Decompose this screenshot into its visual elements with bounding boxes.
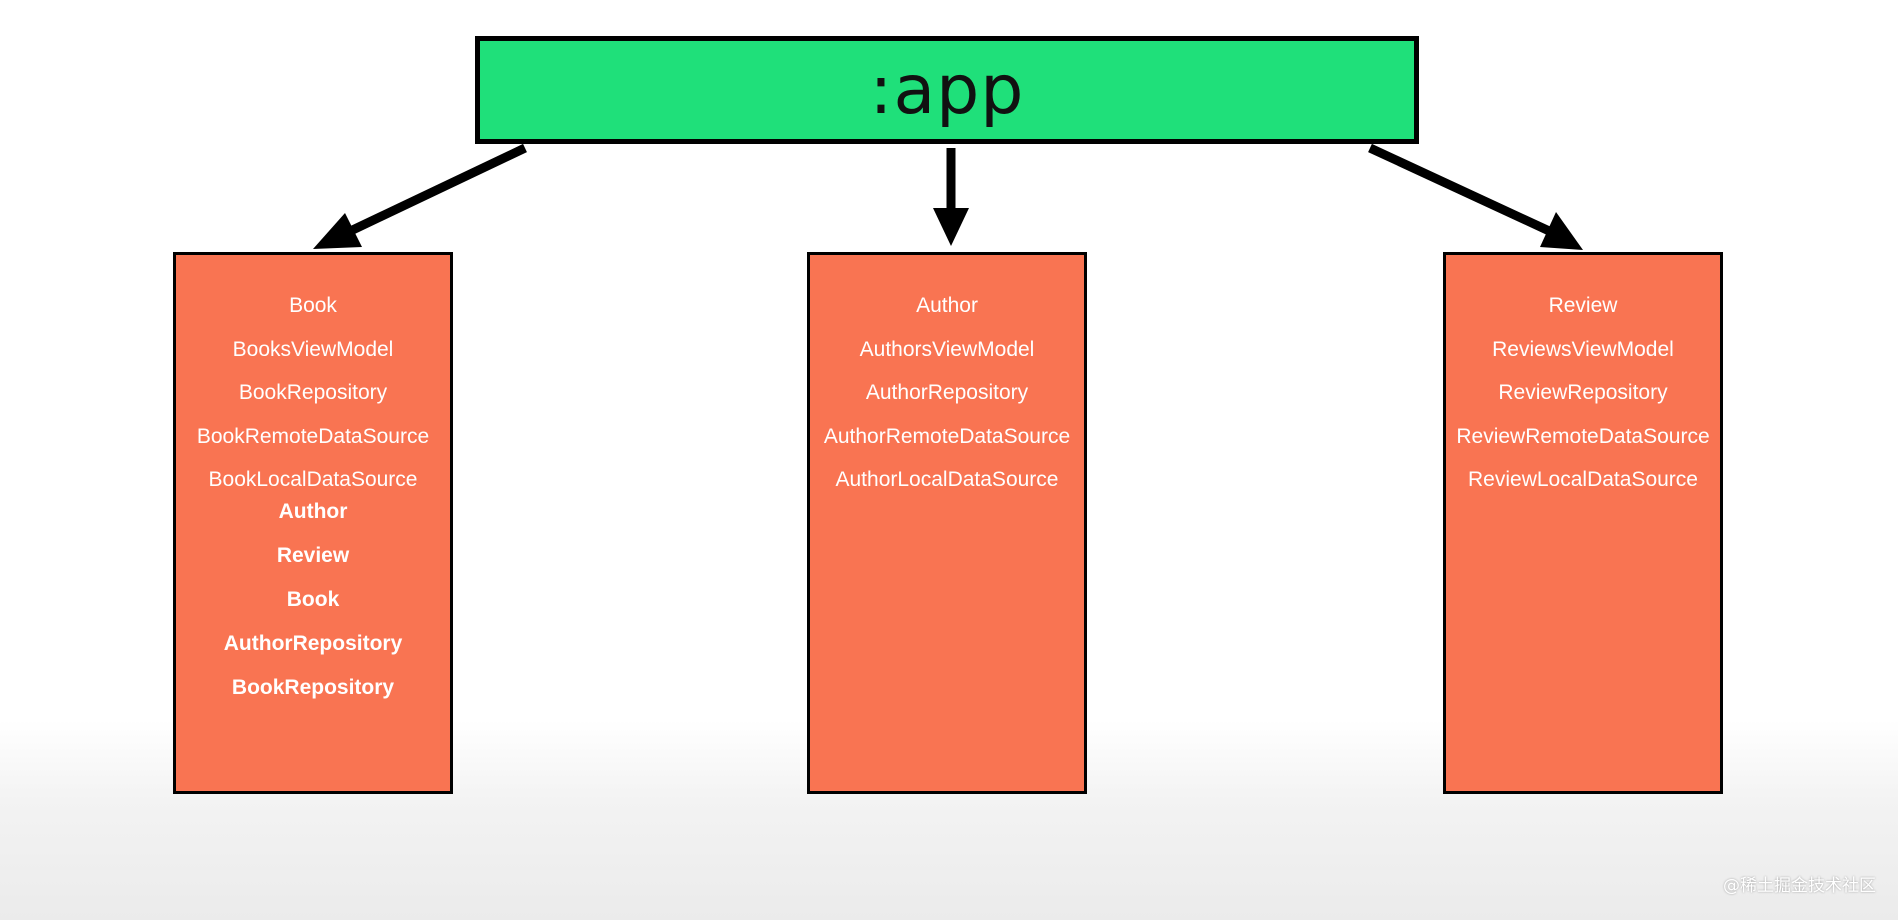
book-module-dependency: Author (278, 499, 348, 523)
arrowhead-review (1540, 212, 1583, 250)
arrowhead-author (933, 208, 969, 246)
book-module-dependency: AuthorRepository (223, 631, 403, 655)
app-module-label: :app (869, 50, 1025, 130)
arrow-to-review (1368, 143, 1562, 241)
arrow-to-book (338, 143, 527, 241)
book-module-item: BookRepository (238, 381, 388, 404)
book-module-dependency: BookRepository (231, 675, 395, 699)
watermark: @稀土掘金技术社区 (1723, 876, 1876, 896)
book-module-dependencies: Author Review Book AuthorRepository Book… (224, 497, 403, 717)
review-module-item: ReviewRepository (1498, 381, 1668, 404)
review-module-box: Review ReviewsViewModel ReviewRepository… (1443, 252, 1723, 794)
book-module-item: Book (289, 294, 337, 317)
review-module-item: Review (1548, 294, 1618, 317)
author-module-item: Author (916, 294, 978, 317)
author-module-item: AuthorLocalDataSource (835, 468, 1059, 491)
author-module-item: AuthorRepository (865, 381, 1029, 404)
review-module-item: ReviewsViewModel (1492, 337, 1674, 361)
app-module-box: :app (475, 36, 1419, 144)
book-module-item: BookRemoteDataSource (196, 424, 430, 448)
book-module-dependency: Review (276, 543, 350, 567)
book-module-dependency: Book (286, 587, 340, 611)
author-module-item: AuthorRemoteDataSource (823, 424, 1071, 448)
book-module-box: Book BooksViewModel BookRepository BookR… (173, 252, 453, 794)
book-module-item: BooksViewModel (232, 337, 394, 361)
author-module-item: AuthorsViewModel (859, 337, 1035, 361)
review-module-item: ReviewLocalDataSource (1468, 468, 1698, 491)
review-module-item: ReviewRemoteDataSource (1456, 424, 1710, 448)
arrowhead-book (313, 213, 362, 249)
book-module-item: BookLocalDataSource (208, 468, 418, 491)
author-module-box: Author AuthorsViewModel AuthorRepository… (807, 252, 1087, 794)
